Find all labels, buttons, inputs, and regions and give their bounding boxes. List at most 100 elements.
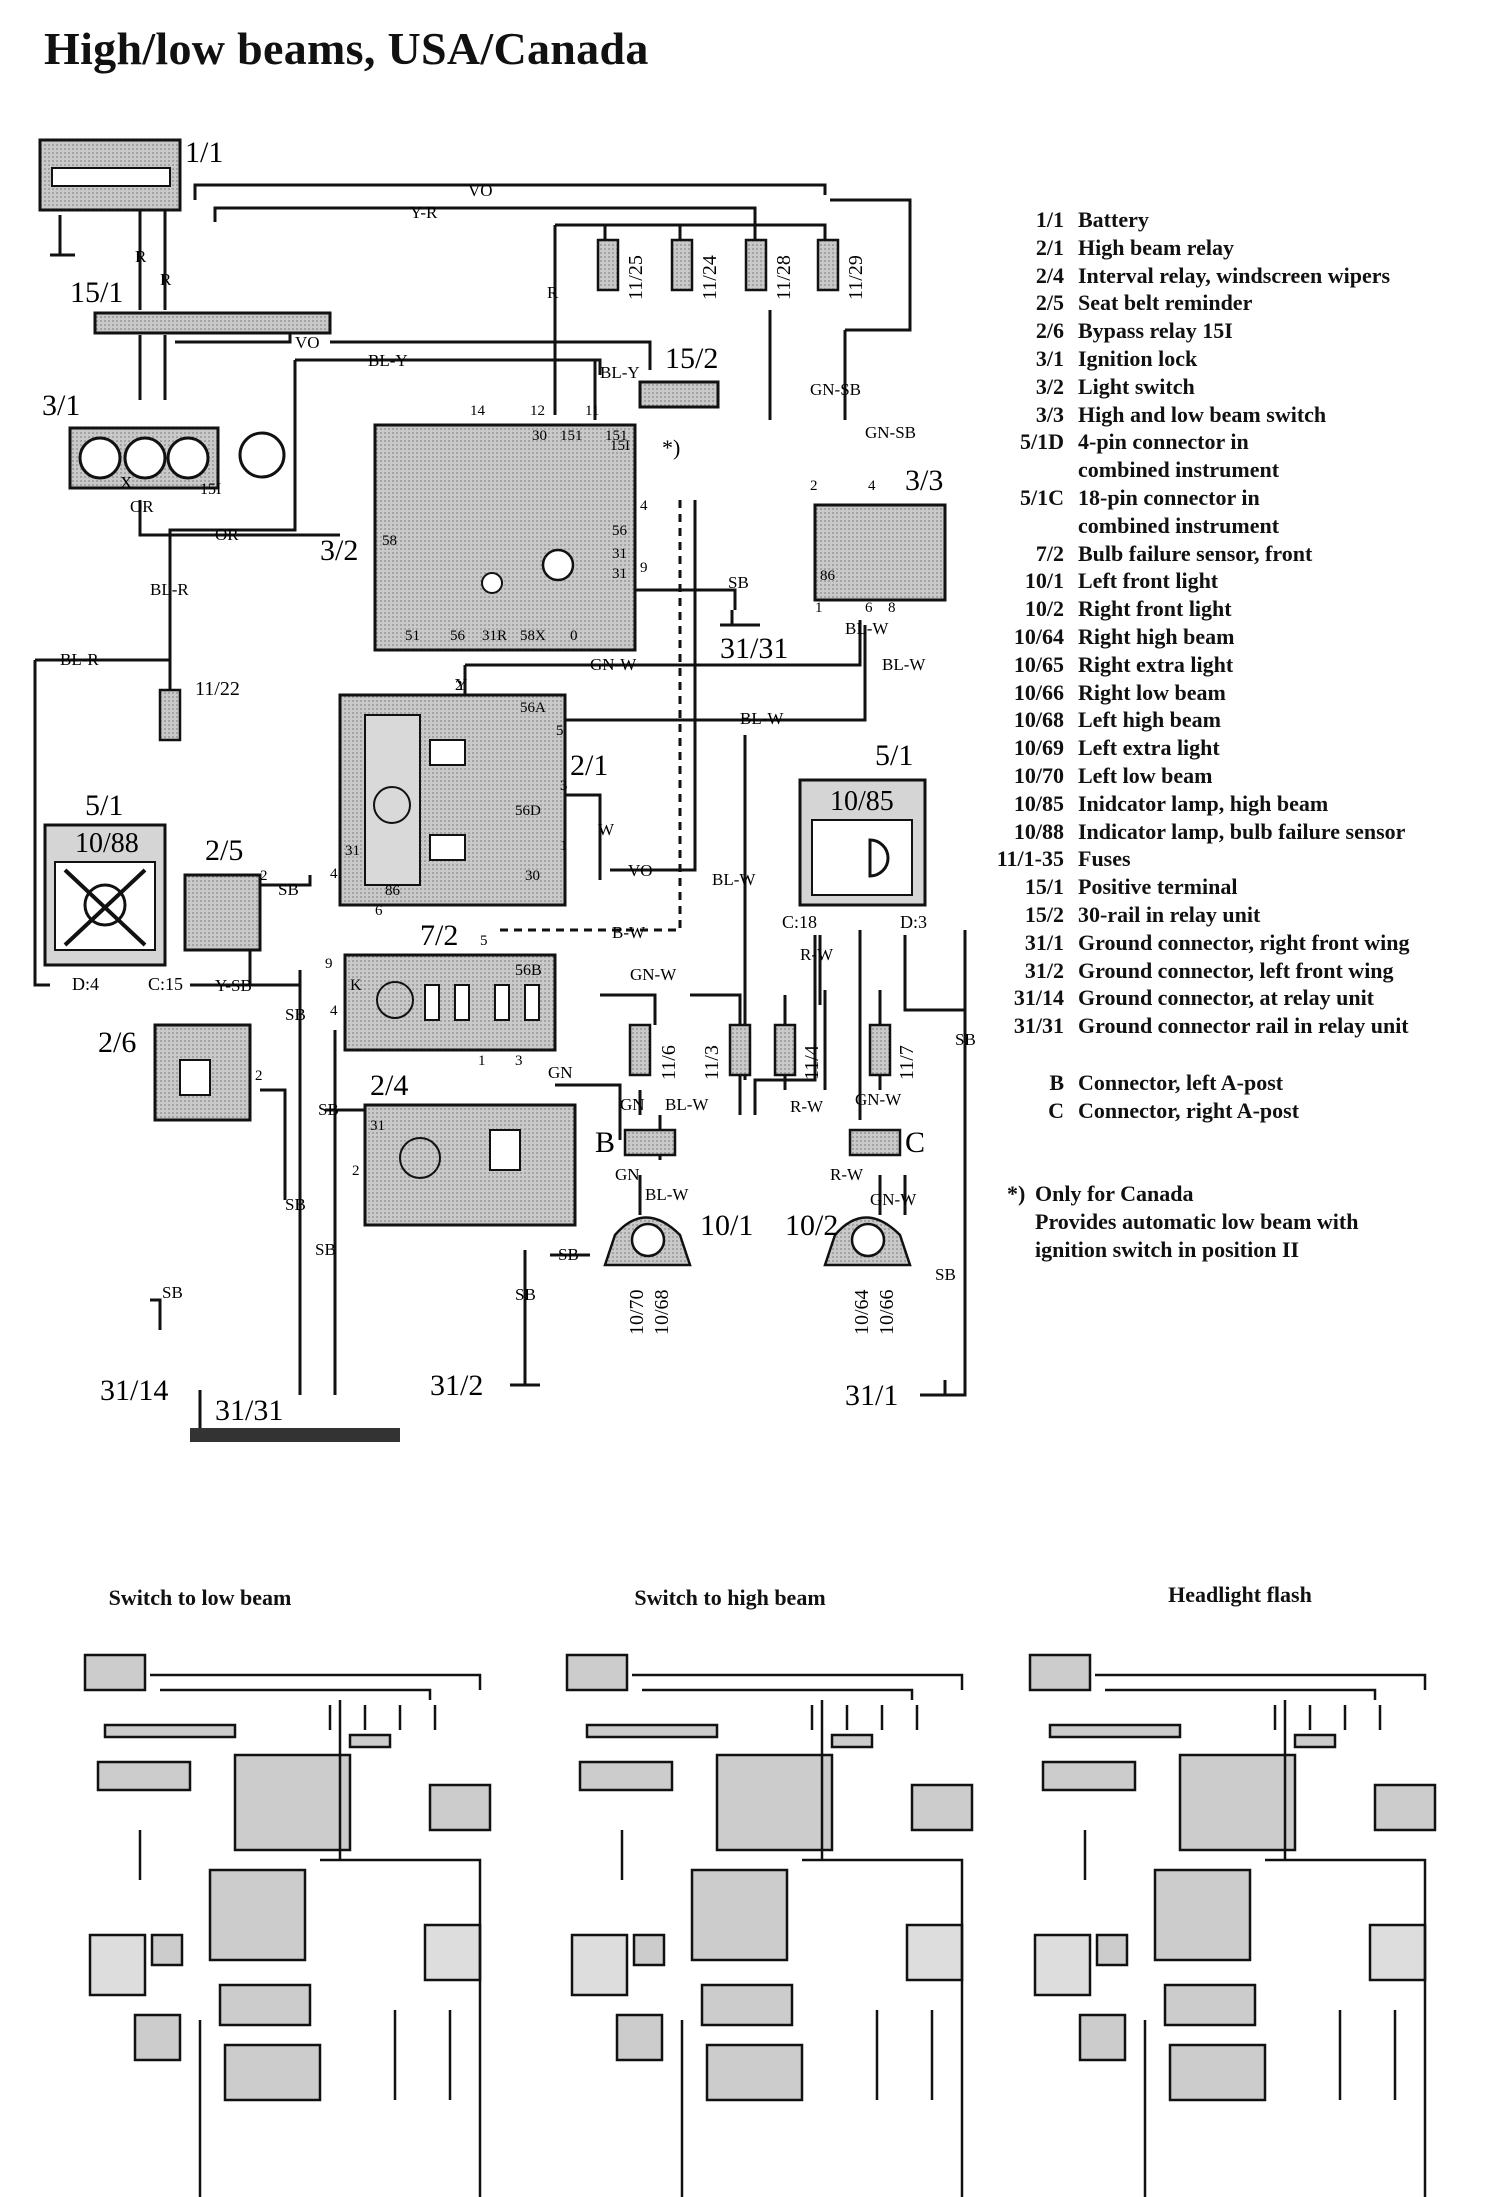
bulb-left-high: 10/68 bbox=[651, 1289, 673, 1335]
pin-2d: 2 bbox=[255, 1068, 263, 1084]
label-hl-switch: 3/3 bbox=[905, 464, 943, 497]
pin-31c: 31 bbox=[345, 843, 360, 859]
wire-blw: BL-W bbox=[740, 709, 784, 728]
legend-desc: Left front light bbox=[1078, 568, 1219, 594]
pin-d3: D:3 bbox=[900, 912, 927, 932]
wire-gn: GN bbox=[548, 1063, 573, 1082]
legend-code bbox=[990, 457, 1078, 485]
legend-desc: Light switch bbox=[1078, 373, 1195, 399]
legend-desc: Right front light bbox=[1078, 596, 1232, 622]
legend-code: 3/1 bbox=[1035, 345, 1064, 371]
wire-sb6: SB bbox=[318, 1100, 339, 1119]
pin-12: 12 bbox=[530, 403, 545, 419]
wire-sb9: SB bbox=[955, 1030, 976, 1049]
page-title: High/low beams, USA/Canada bbox=[44, 23, 649, 74]
label-bypass: 2/6 bbox=[98, 1026, 136, 1059]
pin-9b: 9 bbox=[325, 956, 333, 972]
connector-desc: Connector, right A-post bbox=[1078, 1097, 1300, 1123]
legend-row: combined instrument bbox=[990, 513, 1470, 541]
wire-bw: B-W bbox=[612, 923, 646, 942]
legend-code: 3/2 bbox=[1035, 373, 1064, 399]
label-battery: 1/1 bbox=[185, 136, 223, 169]
pin-86b: 86 bbox=[385, 883, 401, 899]
legend-desc: Left high beam bbox=[1078, 707, 1221, 733]
legend-code: 1/1 bbox=[1035, 207, 1064, 232]
wire-ysb: Y-SB bbox=[215, 976, 252, 995]
label-conn-b: B bbox=[595, 1126, 615, 1159]
fuse-11-28: 11/28 bbox=[773, 255, 795, 300]
legend-desc: High and low beam switch bbox=[1078, 401, 1327, 427]
fuse-11-25: 11/25 bbox=[625, 255, 647, 300]
fuse-11-29: 11/29 bbox=[845, 255, 867, 300]
wire-w: W bbox=[598, 820, 615, 839]
label-bfs: 7/2 bbox=[420, 919, 458, 952]
wire-or: OR bbox=[215, 525, 239, 544]
pin-8a: 8 bbox=[888, 600, 896, 616]
note-mark: *) bbox=[662, 435, 680, 460]
legend-desc: Ground connector, left front wing bbox=[1078, 957, 1394, 983]
connector-list: B Connector, left A-post C Connector, ri… bbox=[990, 1070, 1470, 1126]
legend-desc: combined instrument bbox=[1078, 457, 1280, 483]
label-conn-c: C bbox=[905, 1126, 925, 1159]
legend-code: 10/1 bbox=[1024, 568, 1064, 594]
pin-15i2: 15I bbox=[610, 438, 630, 454]
caption-high-beam: Switch to high beam bbox=[634, 1585, 826, 1610]
legend-row: 1/1 Battery bbox=[990, 207, 1470, 235]
label-rail: 15/2 bbox=[665, 342, 718, 375]
legend-code: 15/2 bbox=[1024, 901, 1064, 927]
pin-4b: 4 bbox=[640, 498, 648, 514]
pin-2c: 2 bbox=[260, 868, 268, 884]
legend-code: 10/68 bbox=[1013, 707, 1064, 733]
pin-2a: 2 bbox=[810, 478, 818, 494]
legend-row: 2/1 High beam relay bbox=[990, 235, 1470, 263]
legend-desc: Positive terminal bbox=[1078, 874, 1238, 900]
pin-4d: 4 bbox=[330, 1003, 338, 1019]
legend-code: 31/14 bbox=[1013, 985, 1064, 1011]
wire-x: X bbox=[120, 473, 132, 492]
wire-vo2: VO bbox=[295, 333, 320, 352]
pin-14: 14 bbox=[470, 403, 486, 419]
legend-code: 10/69 bbox=[1013, 735, 1064, 761]
legend-desc: Battery bbox=[1078, 207, 1149, 232]
wire-bly2: BL-Y bbox=[600, 363, 640, 382]
pin-56a: 56A bbox=[520, 700, 546, 716]
pin-k: K bbox=[350, 977, 362, 994]
pin-c18: C:18 bbox=[782, 912, 817, 932]
bulb-right-high: 10/64 bbox=[851, 1289, 873, 1335]
fuse-11-3: 11/3 bbox=[701, 1045, 723, 1080]
legend-code: 10/64 bbox=[1013, 623, 1064, 649]
wire-sb8: SB bbox=[515, 1285, 536, 1304]
legend-code bbox=[990, 513, 1078, 541]
fuse-11-4: 11/4 bbox=[801, 1045, 823, 1080]
legend-desc: High beam relay bbox=[1078, 234, 1235, 260]
pin-56: 56 bbox=[612, 523, 628, 539]
pin-c15: C:15 bbox=[148, 974, 183, 994]
caption-headlight-flash: Headlight flash bbox=[1168, 1582, 1312, 1607]
label-instr-1085: 5/1 bbox=[875, 739, 913, 772]
legend-desc: Left low beam bbox=[1078, 762, 1213, 788]
legend-desc: Right high beam bbox=[1078, 623, 1235, 649]
legend-code: 3/3 bbox=[1035, 401, 1064, 427]
legend-code: 10/66 bbox=[1013, 679, 1064, 705]
connector-desc: Connector, left A-post bbox=[1078, 1070, 1284, 1095]
legend-code: 2/1 bbox=[1035, 234, 1064, 260]
label-gnd-rail: 31/31 bbox=[215, 1394, 283, 1427]
legend-code: 31/2 bbox=[1024, 957, 1064, 983]
legend-code: 11/1-35 bbox=[996, 846, 1064, 872]
label-interval: 2/4 bbox=[370, 1069, 408, 1102]
note-line-2: Provides automatic low beam with bbox=[1035, 1209, 1359, 1234]
wire-r2: R bbox=[160, 270, 172, 289]
label-gnd-rail2: 31/31 bbox=[720, 632, 788, 665]
pin-4a: 4 bbox=[868, 478, 876, 494]
legend-desc: Indicator lamp, bulb failure sensor bbox=[1078, 818, 1406, 844]
wire-or2: OR bbox=[130, 497, 154, 516]
wire-vo: VO bbox=[468, 181, 493, 200]
wire-blw5: BL-W bbox=[665, 1095, 709, 1114]
